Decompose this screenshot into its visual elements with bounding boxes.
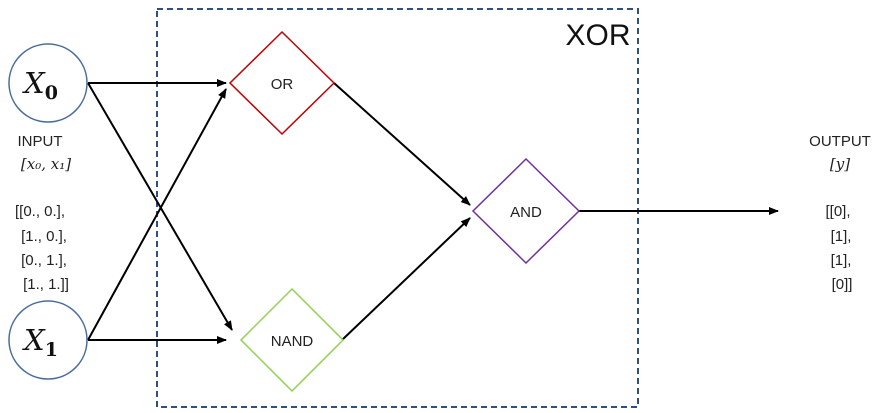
output-value-row: [[0], xyxy=(825,203,850,220)
output-vector: [y] xyxy=(830,155,850,173)
xor-box xyxy=(156,8,639,408)
and-gate: AND xyxy=(471,157,581,265)
input-node-x1: X1 xyxy=(8,300,88,380)
svg-text:X1: X1 xyxy=(22,323,58,361)
input-node-x0: X0 xyxy=(8,43,88,123)
input-node-x1-var: X xyxy=(22,323,46,357)
svg-text:X0: X0 xyxy=(22,66,58,104)
nand-gate-label: NAND xyxy=(271,333,314,350)
edge-or-and xyxy=(333,82,471,206)
input-vector: [x₀, x₁] xyxy=(21,155,71,173)
xor-title: XOR xyxy=(565,19,630,52)
nand-gate: NAND xyxy=(239,287,345,393)
input-value-row: [1., 1.]] xyxy=(23,276,69,293)
edge-nand-and xyxy=(341,217,471,341)
or-gate-label: OR xyxy=(271,76,294,93)
or-gate: OR xyxy=(228,30,336,136)
edge-x0-nand xyxy=(87,82,233,331)
input-value-row: [0., 1.], xyxy=(21,252,67,269)
input-value-row: [1., 0.], xyxy=(21,228,67,245)
and-gate-label: AND xyxy=(510,204,542,221)
input-value-row: [[0., 0.], xyxy=(15,203,65,220)
input-panel: INPUT [x₀, x₁] [[0., 0.], [1., 0.], [0.,… xyxy=(15,133,71,293)
edge-x1-or xyxy=(87,88,227,341)
output-label: OUTPUT xyxy=(809,133,871,150)
input-label: INPUT xyxy=(18,133,63,150)
input-node-x1-sub: 1 xyxy=(45,339,58,361)
output-value-row: [1], xyxy=(831,252,852,269)
output-value-row: [0]] xyxy=(832,276,853,293)
input-node-x0-var: X xyxy=(22,66,46,100)
input-node-x0-sub: 0 xyxy=(45,82,58,104)
output-panel: OUTPUT [y] [[0], [1], [1], [0]] xyxy=(809,133,871,293)
output-value-row: [1], xyxy=(831,228,852,245)
